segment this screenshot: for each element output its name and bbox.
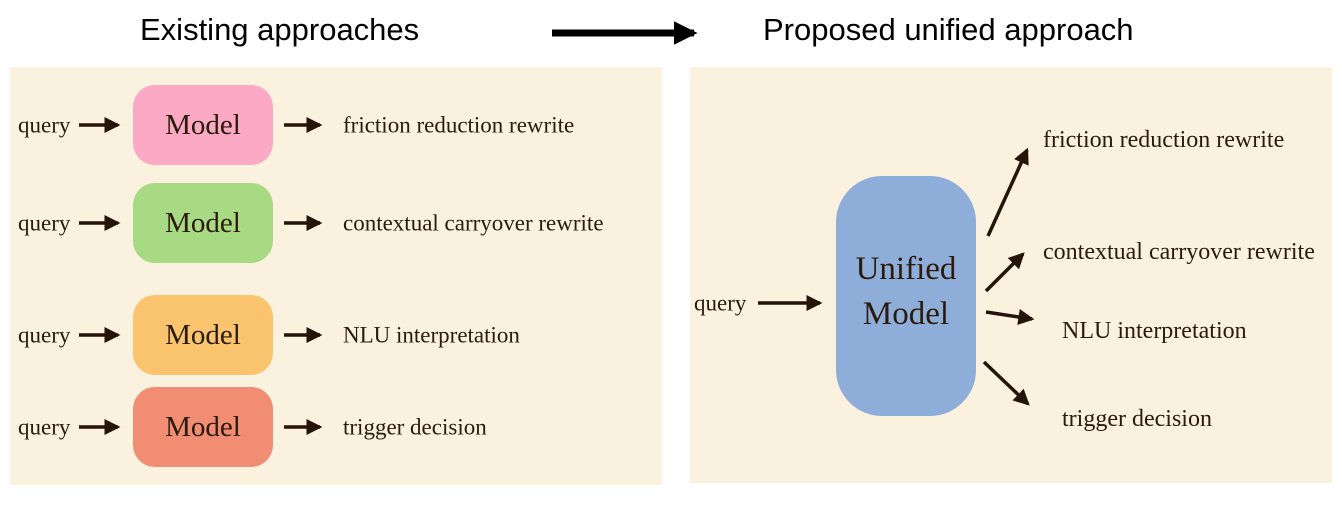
query-label: query — [694, 290, 747, 316]
output-label-friction: friction reduction rewrite — [343, 112, 575, 138]
unified-model-label-line1: Unified — [855, 251, 957, 288]
output-label-friction: friction reduction rewrite — [1043, 126, 1285, 153]
model-box-label: Model — [165, 410, 241, 443]
model-box-label: Model — [165, 206, 241, 239]
query-label: query — [18, 322, 71, 348]
unified-model-box: Unified Model — [836, 176, 976, 416]
unified-model-label-line2: Model — [862, 296, 950, 332]
query-label: query — [18, 414, 71, 440]
output-label-contextual: contextual carryover rewrite — [1043, 238, 1315, 265]
model-box-nlu: Model — [133, 295, 273, 375]
model-box-label: Model — [165, 108, 241, 141]
existing-approaches-panel — [10, 67, 662, 485]
output-label-nlu: NLU interpretation — [1062, 317, 1247, 344]
output-label-trigger: trigger decision — [343, 414, 487, 440]
query-label: query — [18, 210, 71, 236]
output-label-contextual: contextual carryover rewrite — [343, 210, 604, 236]
model-box-trigger: Model — [133, 387, 273, 467]
right-section-title: Proposed unified approach — [763, 12, 1134, 47]
output-label-trigger: trigger decision — [1062, 405, 1212, 432]
model-box-label: Model — [165, 318, 241, 351]
left-section-title: Existing approaches — [140, 12, 420, 47]
query-label: query — [18, 112, 71, 138]
model-box-contextual: Model — [133, 183, 273, 263]
output-label-nlu: NLU interpretation — [343, 322, 520, 348]
model-box-friction: Model — [133, 85, 273, 165]
